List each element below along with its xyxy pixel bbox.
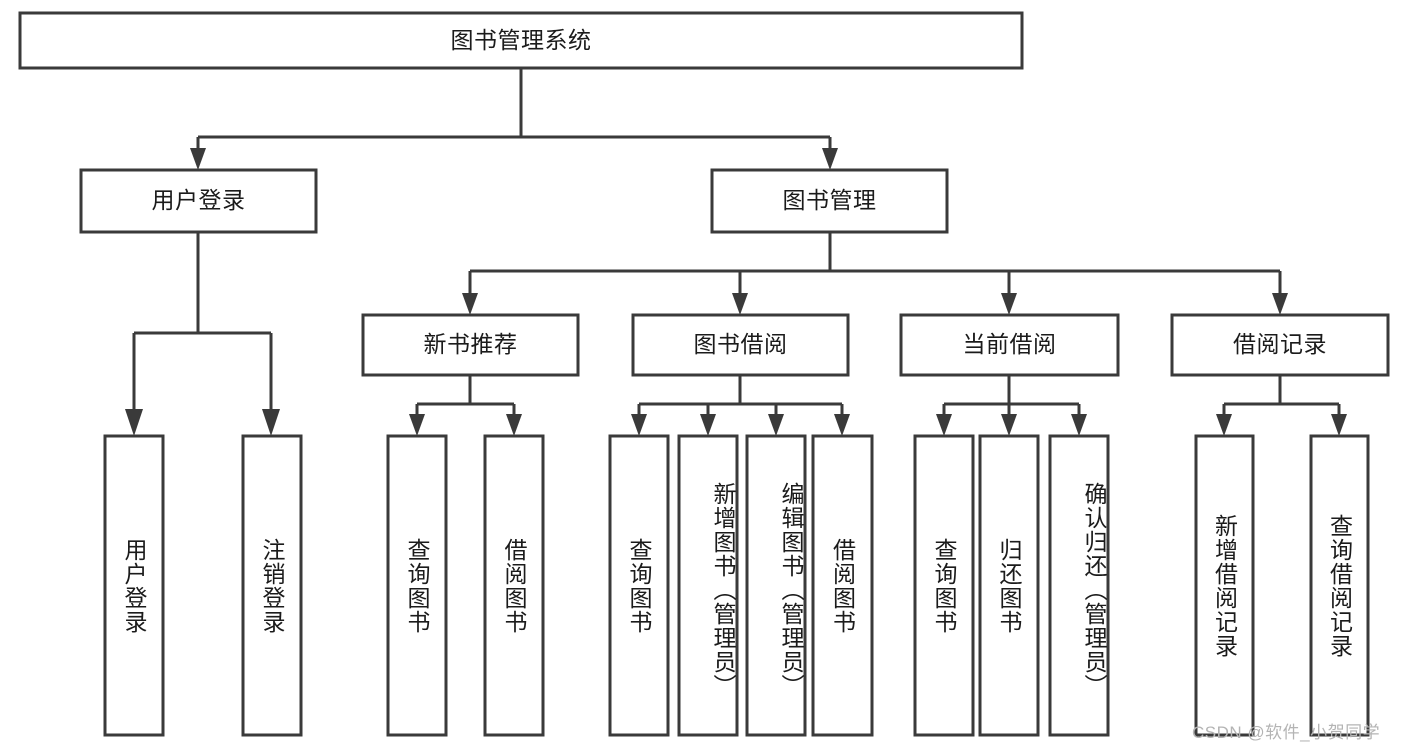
arrow-head-nbr-leaf-2	[506, 414, 522, 436]
connector-group-current-borrow-to-leaves	[936, 375, 1087, 436]
connector-group-new-book-recommend-to-leaves	[409, 375, 522, 436]
node-box-leaf-cb-2[interactable]	[978, 434, 1040, 737]
node-box-leaf-nbr-2[interactable]	[483, 434, 545, 737]
connector-group-user-login-to-leaves	[125, 232, 280, 436]
arrow-head-borrow-record	[1272, 293, 1288, 315]
arrow-head-bb-leaf-1	[631, 414, 647, 436]
arrow-head-br-leaf-2	[1331, 414, 1347, 436]
connector-group-root-to-level2	[190, 68, 838, 170]
arrow-head-leaf-user-login	[125, 409, 143, 436]
arrow-head-br-leaf-1	[1216, 414, 1232, 436]
arrow-head-book-borrow	[732, 293, 748, 315]
arrow-head-new-book-recommend	[462, 293, 478, 315]
arrow-head-bb-leaf-2	[700, 414, 716, 436]
arrow-head-book-manage	[822, 148, 838, 170]
arrow-head-bb-leaf-3	[768, 414, 784, 436]
node-box-root[interactable]	[18, 11, 1024, 70]
node-box-leaf-bb-3[interactable]	[745, 434, 807, 737]
arrow-head-cb-leaf-2	[1001, 414, 1017, 436]
node-box-leaf-cb-3[interactable]	[1048, 434, 1110, 737]
connector-group-borrow-record-to-leaves	[1216, 375, 1347, 436]
node-box-user-login[interactable]	[79, 168, 318, 234]
node-box-borrow-record[interactable]	[1170, 313, 1390, 377]
node-box-leaf-bb-1[interactable]	[608, 434, 670, 737]
node-box-leaf-bb-2[interactable]	[677, 434, 739, 737]
arrow-head-bb-leaf-4	[834, 414, 850, 436]
node-box-leaf-br-2[interactable]	[1309, 434, 1370, 737]
node-box-leaf-user-login[interactable]	[103, 434, 165, 737]
node-box-leaf-cb-1[interactable]	[913, 434, 975, 737]
connector-group-book-manage-to-level3	[462, 232, 1288, 315]
arrow-head-current-borrow	[1001, 293, 1017, 315]
arrow-head-leaf-logout	[262, 409, 280, 436]
node-box-book-borrow[interactable]	[631, 313, 850, 377]
node-box-book-manage[interactable]	[710, 168, 949, 234]
arrow-head-cb-leaf-1	[936, 414, 952, 436]
node-box-current-borrow[interactable]	[899, 313, 1120, 377]
node-box-new-book-recommend[interactable]	[361, 313, 580, 377]
node-box-leaf-nbr-1[interactable]	[386, 434, 448, 737]
arrow-head-user-login	[190, 148, 206, 170]
node-box-leaf-br-1[interactable]	[1194, 434, 1255, 737]
arrow-head-cb-leaf-3	[1071, 414, 1087, 436]
node-box-leaf-bb-4[interactable]	[811, 434, 874, 737]
node-box-leaf-logout[interactable]	[241, 434, 303, 737]
arrow-head-nbr-leaf-1	[409, 414, 425, 436]
connector-group-book-borrow-to-leaves	[631, 375, 850, 436]
